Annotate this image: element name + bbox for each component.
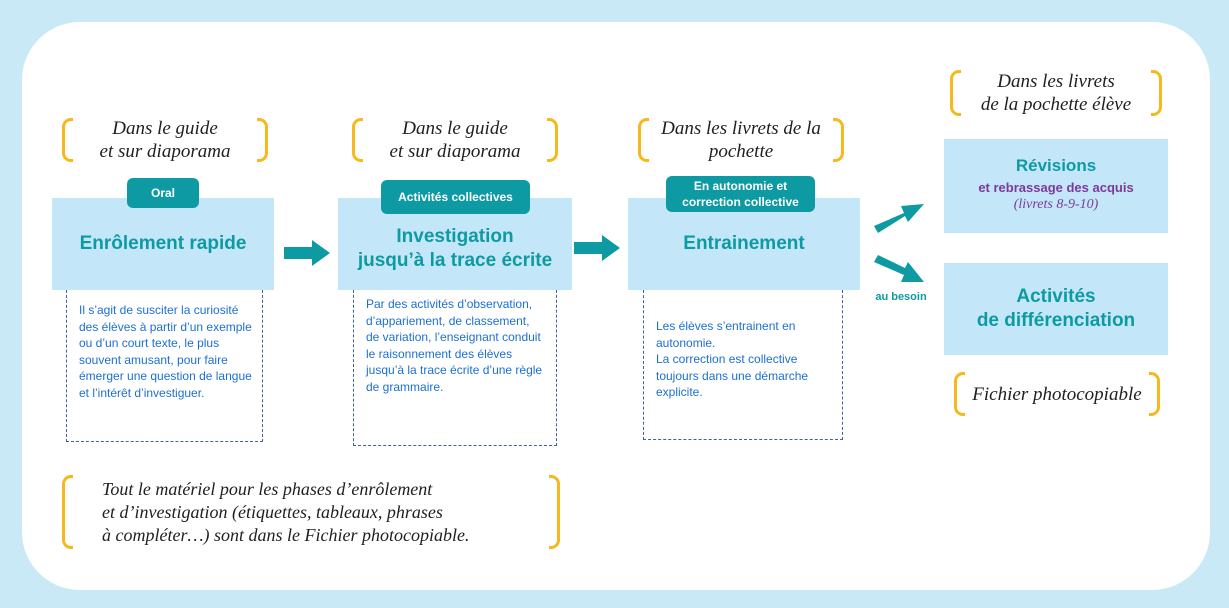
revisions-box: Révisions et rebrassage des acquis (livr… [944, 139, 1168, 233]
step2-note: Dans le guide et sur diaporama [352, 118, 558, 162]
step1-box: Enrôlement rapide [52, 198, 274, 290]
arrow-down-right-icon [874, 255, 924, 282]
step1-note: Dans le guide et sur diaporama [62, 118, 268, 162]
revisions-title: Révisions [1015, 156, 1097, 175]
arrow-up-right-icon [874, 204, 924, 233]
footer-note: Tout le matériel pour les phases d’enrôl… [62, 475, 560, 549]
differentiation-note: Fichier photocopiable [954, 372, 1160, 416]
revisions-subtitle: et rebrassage des acquis [978, 180, 1134, 195]
step3-pill: En autonomie et correction collective [666, 176, 815, 212]
step3-description: Les élèves s’entrainent en autonomie. La… [643, 290, 843, 440]
step3-note: Dans les livrets de la pochette [638, 118, 844, 162]
step1-pill: Oral [127, 178, 199, 208]
au-besoin-label: au besoin [875, 291, 927, 303]
arrow-right-icon [284, 240, 330, 266]
step2-pill: Activités collectives [381, 180, 530, 214]
arrow-right-icon [574, 235, 620, 261]
step3-box: Entrainement [628, 198, 860, 290]
step2-description: Par des activités d’observation, d’appar… [353, 290, 557, 446]
revisions-note: Dans les livrets de la pochette élève [950, 70, 1162, 116]
differentiation-box: Activités de différenciation [944, 263, 1168, 355]
revisions-ref: (livrets 8-9-10) [1013, 197, 1099, 212]
step1-description: Il s’agit de susciter la curiosité des é… [66, 290, 263, 442]
